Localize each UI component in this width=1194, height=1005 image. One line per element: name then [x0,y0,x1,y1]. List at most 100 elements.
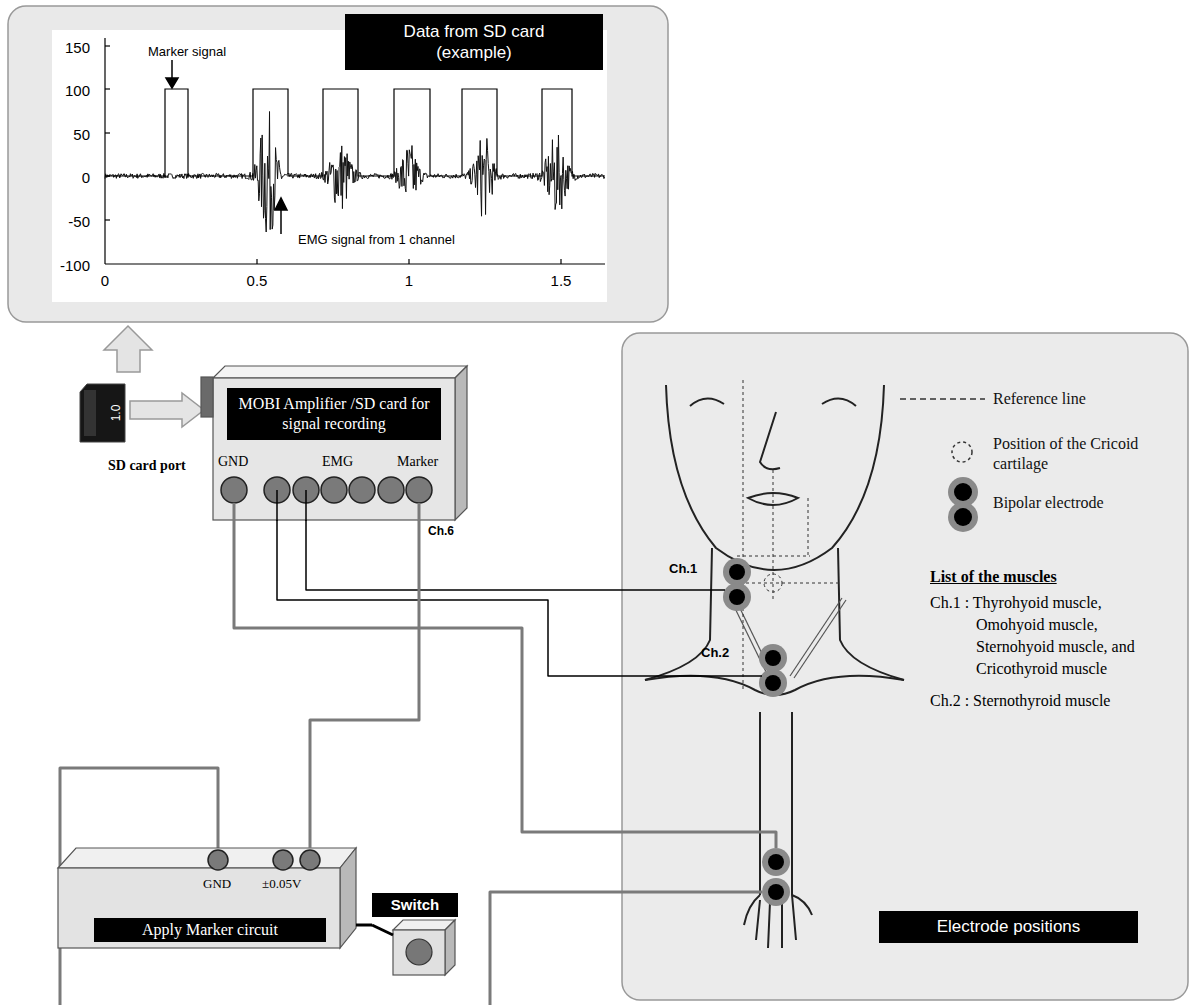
legend-sample [954,483,972,501]
legend-text: Position of the Cricoid cartilage [993,435,1138,472]
ground-wire [234,503,776,848]
chart-axes [105,263,605,264]
chart-axes [560,259,561,264]
connector-pin [300,850,320,870]
sd-card [80,384,125,442]
connector-pin [406,477,432,503]
annotation-arrow [166,60,287,234]
annotation-arrow [280,208,282,234]
legend-sample [948,502,978,532]
text-label: Ch.6 [428,522,454,540]
connector-pin [273,850,293,870]
legend-text: Bipolar electrode [993,494,1104,511]
electrode-panel [622,333,1188,1000]
annotation-arrow [171,60,173,80]
legend-sample [900,399,985,400]
bipolar-electrode [765,675,781,691]
annotation-arrow [275,198,287,210]
reference-line [737,380,842,690]
reference-line [764,574,782,592]
connector-pin [208,850,320,870]
chart-axes [105,45,110,46]
data-panel [52,30,607,302]
text-label: -100 [50,255,90,276]
amplifier-housing [213,378,455,520]
bipolar-electrode [723,558,790,906]
legend-entry: Reference line [993,389,1173,409]
text-label: EMG signal from 1 channel [298,230,455,249]
node-box: Ch.2 [697,643,789,699]
body-outline [690,398,724,406]
chart-axes [105,38,605,264]
node-text: Apply Marker circuit [94,918,326,942]
node-box: Data from SD card (example) [345,14,603,70]
marker-trace [105,89,605,176]
amplifier-housing [201,366,467,520]
text-label: GND [218,452,248,472]
block-arrow [130,393,204,427]
text-label: Marker [397,452,438,472]
pin-lead [276,490,278,521]
node-box: MOBI Amplifier /SD card for signal recor… [213,378,455,520]
connector-pin [321,477,347,503]
chart-axes [105,88,110,89]
text-label: 1.0 [107,393,125,433]
text-label: ±0.05V [262,874,301,893]
node-text: Electrode positions [879,911,1138,943]
bipolar-electrode [768,854,784,870]
neck-muscle-line [794,600,846,678]
chart-axes [104,38,105,264]
bipolar-electrode [759,669,787,697]
connector-pin [378,477,404,503]
neck-muscle-line [730,596,846,678]
pin-lead [305,490,307,521]
text-label: Marker signal [148,42,226,61]
text-label: Ch.1 : Thyrohyoid muscle, Omohyoid muscl… [930,592,1170,680]
connector-pin [221,477,247,503]
switch-lead [372,925,393,935]
sd-card [80,384,125,442]
legend-sample [900,399,985,532]
connector-pin [208,850,228,870]
wire-connector [306,520,664,590]
text-label: 1 [389,270,429,291]
switch-housing [393,920,455,975]
switch-housing [406,939,432,965]
node-text: Ch.2 [697,643,729,661]
node-text: Ch.1 [664,558,697,577]
bipolar-electrode [723,558,751,586]
body-outline [791,712,793,895]
amplifier-housing [213,366,467,378]
pin-lead [277,490,419,521]
annotation-arrow [166,78,178,88]
text-label: 100 [50,80,90,101]
amplifier-housing [455,366,467,520]
reference-line [740,583,842,584]
text-label: List of the muscles [930,566,1057,588]
bipolar-electrode [765,650,781,666]
text-label: 0 [85,270,125,291]
text-label: 150 [50,37,90,58]
emg-trace [105,112,605,232]
connector-pin [349,477,375,503]
node-box: Switch [372,893,458,978]
bipolar-electrode [768,884,784,900]
reference-line [737,556,810,557]
wire-connector [356,924,372,927]
circuit-housing [58,848,356,948]
switch-housing [393,930,445,975]
body-outline [838,548,904,680]
text-label: 0.5 [237,270,277,291]
bipolar-electrode [762,878,790,906]
electrode-lead [664,589,725,591]
text-label: 0 [50,167,90,188]
legend-entry: Position of the Cricoid cartilage [993,434,1163,474]
circuit-housing [340,848,356,948]
electrode-lead [697,675,762,677]
switch-housing [445,920,455,975]
chart-axes [105,132,110,133]
text-label: 50 [50,124,90,145]
body-outline [645,385,904,948]
legend-sample [952,442,972,462]
